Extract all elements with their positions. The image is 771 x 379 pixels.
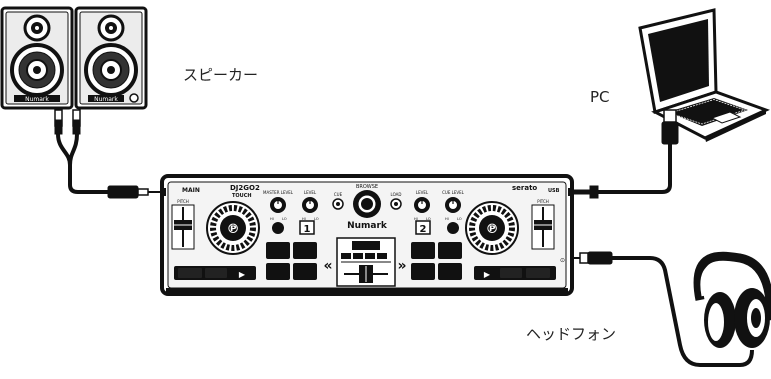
- speaker-left-brand: Numark: [25, 96, 49, 103]
- deck-1-indicator: 1: [299, 220, 315, 235]
- knob-hi-label-2: HI: [302, 217, 306, 221]
- brand-left-sub: TOUCH: [232, 193, 252, 199]
- headphone-jack-icon: [129, 93, 139, 103]
- play-icon-right[interactable]: ▶: [484, 270, 491, 279]
- mixer-btn-2[interactable]: [353, 253, 363, 259]
- knob-lo-label-3: LO: [426, 217, 431, 221]
- sync-button-transport-left[interactable]: [205, 268, 227, 278]
- dj-controller: MAIN DJ2GO2 TOUCH BROWSE Numark serato U…: [160, 174, 574, 296]
- pitch-fader-left[interactable]: PITCH: [171, 199, 195, 250]
- pad-right-4[interactable]: [438, 263, 462, 280]
- speakers-label: スピーカー: [183, 66, 259, 84]
- cue-level-knob[interactable]: CUE LEVEL HI LO: [442, 190, 465, 221]
- numark-logo-icon: ℗: [486, 222, 499, 237]
- port-right-label: USB: [548, 188, 560, 194]
- main-output-port: [162, 188, 166, 196]
- knob-lo-label-1: LO: [282, 217, 287, 221]
- mixer-btn-1[interactable]: [341, 253, 351, 259]
- cue-level-label: CUE LEVEL: [442, 190, 465, 195]
- knob-hi-label-4: HI: [445, 217, 449, 221]
- play-icon-left[interactable]: ▶: [239, 270, 246, 279]
- headphones-icon: [693, 251, 771, 348]
- mixer-btn-4[interactable]: [377, 253, 387, 259]
- sync-button-left[interactable]: [272, 222, 284, 234]
- cue-button-transport-left[interactable]: [178, 268, 202, 278]
- jog-wheel-left[interactable]: ℗: [206, 201, 260, 255]
- brand-center: Numark: [347, 221, 388, 231]
- fx-right-label: LOAD: [391, 192, 402, 197]
- pad-left-4[interactable]: [293, 263, 317, 280]
- pitch-left-label: PITCH: [177, 199, 189, 204]
- port-left-label: MAIN: [182, 187, 200, 194]
- usb-port: [568, 188, 572, 196]
- speaker-right: Numark: [74, 6, 148, 110]
- jog-wheel-right[interactable]: ℗: [465, 201, 519, 255]
- knob-hi-label-3: HI: [414, 217, 418, 221]
- cue-button-left[interactable]: CUE: [332, 192, 344, 210]
- headphones-label: ヘッドフォン: [526, 325, 617, 343]
- level-knob-left[interactable]: LEVEL HI LO: [302, 190, 319, 221]
- speaker-left: Numark: [0, 6, 74, 110]
- pitch-fader-right[interactable]: PITCH: [531, 199, 555, 250]
- pad-right-2[interactable]: [438, 242, 462, 259]
- master-level-knob[interactable]: MASTER LEVEL HI LO: [263, 190, 294, 221]
- level-left-label: LEVEL: [304, 190, 317, 195]
- sync-button-transport-right[interactable]: [500, 268, 522, 278]
- level-knob-right[interactable]: LEVEL HI LO: [414, 190, 431, 221]
- cue-button-transport-right[interactable]: [526, 268, 550, 278]
- brand-left: DJ2GO2: [230, 184, 260, 192]
- speaker-right-brand: Numark: [94, 96, 118, 103]
- master-level-label: MASTER LEVEL: [263, 190, 294, 195]
- fx-left-label: CUE: [334, 192, 343, 197]
- deck-1-number: 1: [304, 224, 311, 235]
- headphone-cable: [570, 251, 754, 367]
- numark-logo-icon: ℗: [227, 222, 240, 237]
- pitch-right-label: PITCH: [537, 199, 549, 204]
- pad-left-3[interactable]: [266, 263, 290, 280]
- deck-2-indicator: 2: [415, 220, 431, 235]
- level-right-label: LEVEL: [416, 190, 429, 195]
- deck-2-number: 2: [420, 224, 427, 235]
- laptop-icon: [638, 8, 770, 142]
- pad-left-1[interactable]: [266, 242, 290, 259]
- speaker-cable: [54, 109, 160, 199]
- headphone-port-icon: ⊙: [560, 257, 565, 264]
- pc-label: PC: [590, 88, 610, 106]
- pad-right-1[interactable]: [411, 242, 435, 259]
- knob-lo-label-2: LO: [314, 217, 319, 221]
- knob-lo-label-4: LO: [457, 217, 462, 221]
- nudge-left-icon[interactable]: «: [323, 258, 332, 274]
- browse-knob[interactable]: [353, 190, 381, 218]
- display-icon: [352, 241, 380, 250]
- sync-button-right[interactable]: [447, 222, 459, 234]
- pad-left-2[interactable]: [293, 242, 317, 259]
- load-button-right[interactable]: LOAD: [390, 192, 402, 210]
- usb-cable: [570, 109, 679, 199]
- mixer-btn-3[interactable]: [365, 253, 375, 259]
- brand-right: serato: [512, 184, 537, 192]
- pad-right-3[interactable]: [411, 263, 435, 280]
- center-mixer: [336, 237, 396, 287]
- knob-hi-label-1: HI: [270, 217, 274, 221]
- nudge-right-icon[interactable]: »: [397, 258, 406, 274]
- browse-label: BROWSE: [356, 184, 378, 190]
